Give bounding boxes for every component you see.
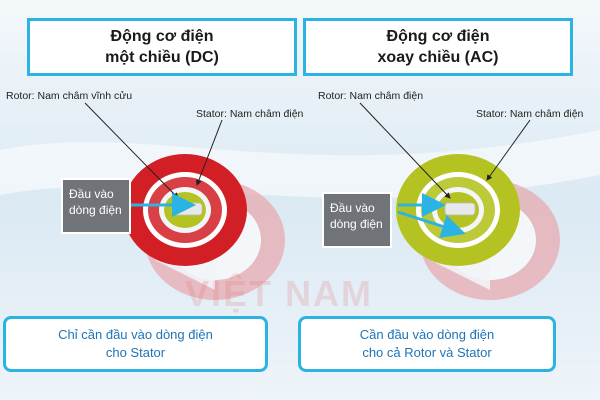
dc-input-line1: Đầu vào [69, 187, 114, 201]
ac-input-arrow-rotor [397, 210, 466, 238]
dc-note-line1: Chỉ cần đầu vào dòng điện [58, 327, 213, 342]
dc-stator-label: Stator: Nam châm điện [196, 108, 304, 120]
ac-stator-label: Stator: Nam châm điện [476, 108, 584, 120]
ac-note-line2: cho cả Rotor và Stator [362, 345, 492, 360]
ac-title-box: Động cơ điện xoay chiều (AC) [303, 18, 573, 76]
dc-title-line2: một chiều (DC) [105, 49, 219, 66]
dc-note-box: Chỉ cần đầu vào dòng điện cho Stator [3, 316, 268, 372]
dc-note-line2: cho Stator [105, 345, 166, 360]
dc-input-box: Đầu vào dòng điện [61, 178, 131, 234]
ac-note-box: Cần đầu vào dòng điện cho cả Rotor và St… [298, 316, 556, 372]
dc-title-box: Động cơ điện một chiều (DC) [27, 18, 297, 76]
ac-title-line2: xoay chiều (AC) [377, 49, 499, 66]
ac-motor [359, 102, 560, 300]
dc-input-line2: dòng điện [69, 203, 122, 217]
dc-title-line1: Động cơ điện [110, 28, 214, 45]
ac-note-line1: Cần đầu vào dòng điện [359, 327, 495, 342]
ac-input-line1: Đầu vào [330, 201, 375, 215]
dc-motor [84, 102, 285, 300]
ac-title-line1: Động cơ điện [386, 28, 490, 45]
ac-input-line2: dòng điện [330, 217, 383, 231]
ac-shaft [444, 202, 476, 216]
ac-rotor-label: Rotor: Nam châm điện [318, 90, 424, 102]
ac-input-box: Đầu vào dòng điện [322, 192, 392, 248]
dc-rotor-label: Rotor: Nam châm vĩnh cửu [6, 90, 133, 102]
watermark: VIỆT NAM [185, 273, 374, 314]
